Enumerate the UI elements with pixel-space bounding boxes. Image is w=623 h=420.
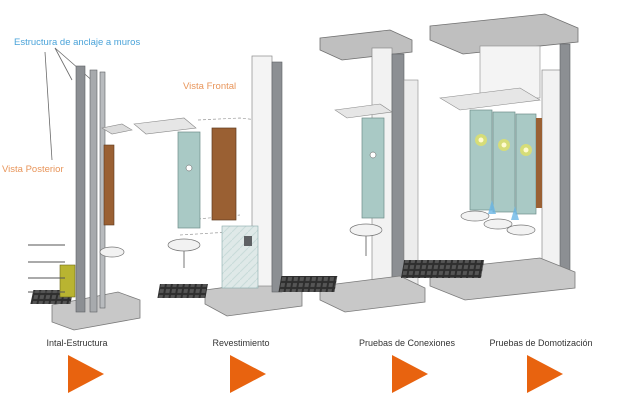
module-structure <box>28 47 141 331</box>
shower-tray <box>400 260 485 278</box>
step-label-cladding: Revestimiento <box>212 338 270 348</box>
glass-panel <box>361 117 385 219</box>
step-label-connections: Pruebas de Conexiones <box>358 338 456 348</box>
sink <box>483 218 513 230</box>
roof-panel <box>429 13 579 55</box>
frame-post <box>271 61 283 293</box>
annotation-anchor-structure: Estructura de anclaje a muros <box>14 37 141 48</box>
glass-panel <box>515 113 537 215</box>
shower-tray <box>278 276 338 292</box>
leader-line <box>54 47 96 84</box>
sink <box>506 224 536 236</box>
glass-panel <box>469 109 493 211</box>
sink <box>167 238 201 252</box>
shower-tray <box>157 284 208 298</box>
module-connections <box>278 29 426 313</box>
step-label-structure: Intal-Estructura <box>46 338 108 348</box>
frame-post <box>89 69 98 313</box>
glass-panel <box>492 111 516 213</box>
module-automation <box>400 13 579 301</box>
glass-panel <box>177 131 201 229</box>
wood-panel <box>103 144 115 226</box>
play-triangle-icon[interactable] <box>68 355 104 393</box>
leader-line <box>44 51 53 161</box>
frame-post <box>75 65 86 313</box>
floor-slab <box>319 275 426 313</box>
play-triangle-icon[interactable] <box>392 355 428 393</box>
sink <box>460 210 490 222</box>
module-cladding <box>133 55 303 317</box>
play-triangle-icon[interactable] <box>230 355 266 393</box>
annotation-front-view: Vista Frontal <box>183 81 237 92</box>
lower-glass <box>221 225 259 289</box>
water-tank <box>59 264 76 298</box>
step-label-automation: Pruebas de Domotización <box>489 338 593 348</box>
frame-post <box>559 43 571 285</box>
sink <box>349 223 383 237</box>
frame-post <box>391 53 405 295</box>
sink <box>99 246 125 258</box>
wood-panel <box>211 127 237 221</box>
play-triangle-icon[interactable] <box>527 355 563 393</box>
leader-line <box>54 47 73 81</box>
wood-panel <box>536 118 542 208</box>
annotation-rear-view: Vista Posterior <box>2 164 64 175</box>
shelf-panel <box>133 117 197 135</box>
